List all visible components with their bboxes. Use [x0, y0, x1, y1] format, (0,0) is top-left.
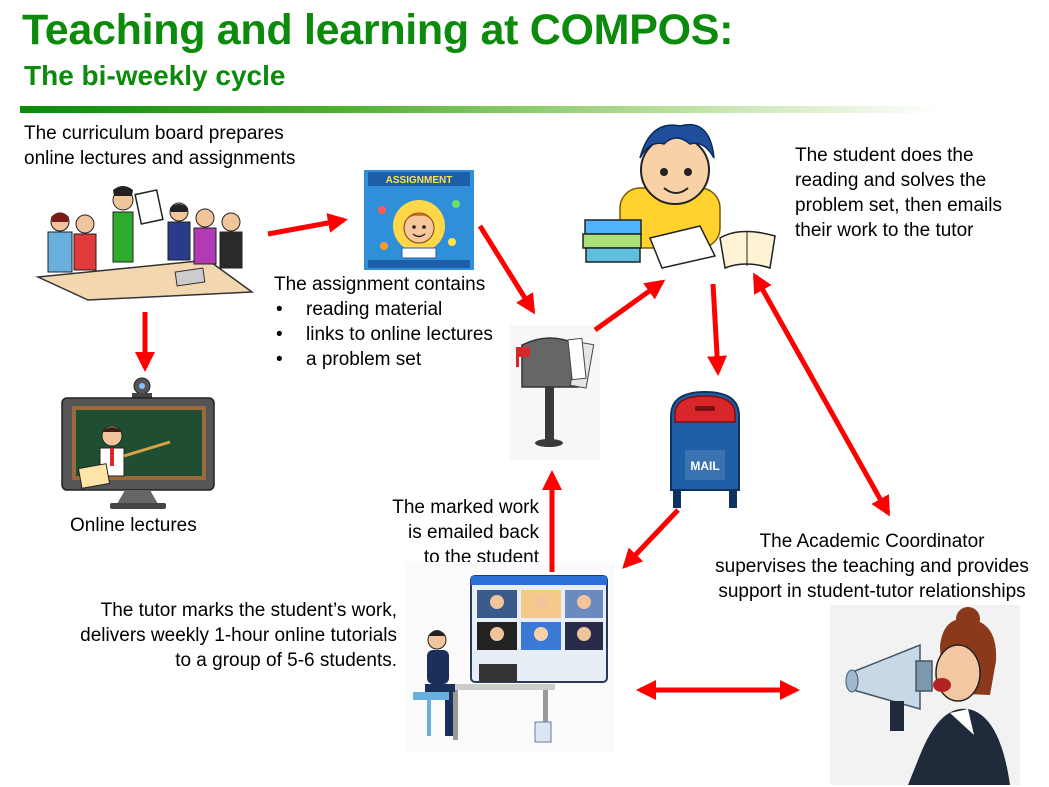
student-caption-line: reading and solves the	[795, 170, 987, 191]
board-caption-line: The curriculum board prepares	[24, 123, 284, 144]
coordinator-caption-line: supervises the teaching and provides	[715, 556, 1029, 577]
tutor-caption-line: to a group of 5-6 students.	[175, 650, 397, 671]
board-caption: The curriculum board prepares online lec…	[24, 121, 295, 171]
coordinator-caption-line: support in student-tutor relationships	[718, 581, 1026, 602]
arrow-board-to-assignment	[267, 213, 348, 237]
student-caption-line: problem set, then emails	[795, 195, 1002, 216]
title-divider	[20, 106, 940, 113]
student-caption-line: The student does the	[795, 145, 974, 166]
board-meeting-illustration	[28, 172, 255, 302]
mailbox-illustration: MAIL	[670, 390, 740, 508]
arrow-student-to-mailbox	[707, 283, 728, 376]
tutor-caption-line: delivers weekly 1-hour online tutorials	[80, 625, 397, 646]
page-subtitle: The bi-weekly cycle	[24, 60, 286, 91]
student-caption-line: their work to the tutor	[795, 220, 974, 241]
list-item: a problem set	[274, 347, 493, 372]
coordinator-caption-line: The Academic Coordinator	[759, 531, 985, 552]
arrow-postbox-to-student	[593, 279, 666, 333]
coordinator-illustration	[830, 605, 1020, 785]
postbox-illustration	[510, 325, 600, 460]
online-lectures-illustration	[61, 377, 215, 509]
student-illustration	[582, 124, 776, 270]
student-caption: The student does the reading and solves …	[795, 143, 1002, 243]
list-item: links to online lectures	[274, 322, 493, 347]
list-item: reading material	[274, 297, 493, 322]
tutor-caption: The tutor marks the student’s work, deli…	[80, 598, 397, 673]
arrow-mailbox-to-tutor	[622, 508, 680, 569]
arrow-assignment-to-postbox	[477, 224, 536, 315]
marked-work-caption-line: is emailed back	[408, 522, 539, 543]
coordinator-caption: The Academic Coordinator supervises the …	[696, 529, 1048, 604]
tutor-illustration	[405, 562, 615, 752]
assignment-poster-illustration: ASSIGNMENT	[364, 170, 474, 270]
assignment-caption: The assignment contains reading material…	[274, 272, 493, 372]
assignment-caption-intro: The assignment contains	[274, 274, 486, 295]
assignment-poster-text: ASSIGNMENT	[386, 175, 453, 186]
arrow-student-coordinator	[752, 272, 891, 517]
tutor-caption-line: The tutor marks the student’s work,	[100, 600, 397, 621]
board-caption-line: online lectures and assignments	[24, 148, 296, 169]
assignment-contents-list: reading material links to online lecture…	[274, 297, 493, 372]
mailbox-label: MAIL	[690, 459, 719, 473]
page-title: Teaching and learning at COMPOS:	[22, 6, 734, 54]
video-call-grid	[477, 590, 603, 650]
marked-work-caption-line: The marked work	[392, 497, 539, 518]
online-lectures-caption: Online lectures	[70, 515, 197, 536]
